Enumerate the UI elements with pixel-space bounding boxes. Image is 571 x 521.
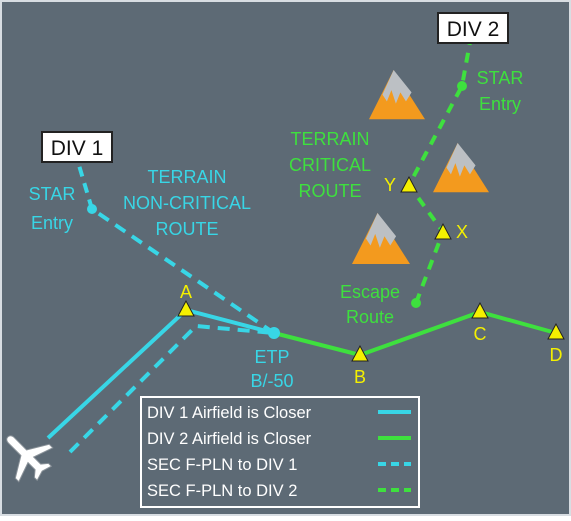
sec-fpln-div1-to-star [90, 207, 276, 335]
crit-route-line1: TERRAIN [290, 129, 369, 149]
waypoint-c-marker [471, 301, 489, 319]
legend-item-div1-closer: DIV 1 Airfield is Closer [147, 404, 312, 422]
etp-label-line2: B/-50 [250, 371, 293, 391]
legend-item-div2-closer: DIV 2 Airfield is Closer [147, 430, 312, 448]
waypoint-y-label: Y [384, 175, 396, 195]
waypoint-d-marker [547, 322, 565, 340]
noncrit-route-line3: ROUTE [156, 219, 219, 239]
crit-route-line2: CRITICAL [289, 155, 371, 175]
legend-item-sec-div2: SEC F-PLN to DIV 2 [147, 482, 297, 500]
star-entry-dot-div2 [457, 81, 467, 91]
waypoint-a-label: A [180, 282, 192, 302]
escape-route-line1: Escape [340, 282, 400, 302]
waypoint-x-marker [434, 222, 452, 240]
waypoint-y-marker [400, 175, 418, 193]
legend: DIV 1 Airfield is Closer DIV 2 Airfield … [140, 396, 420, 508]
noncrit-route-line2: NON-CRITICAL [123, 193, 251, 213]
div2-box-label: DIV 2 [447, 18, 500, 41]
div1-box: DIV 1 [41, 131, 113, 163]
waypoint-c-label: C [474, 324, 487, 344]
escape-route-dot [411, 298, 421, 308]
waypoint-x-label: X [456, 222, 468, 242]
etp-dot [268, 327, 280, 339]
sec-fpln-div1-inbound [68, 323, 275, 454]
waypoint-b-marker [351, 344, 369, 362]
waypoint-a-marker [177, 299, 195, 317]
div2-box: DIV 2 [437, 12, 509, 44]
star-entry-div1-line1: STAR [29, 184, 76, 204]
legend-item-sec-div1: SEC F-PLN to DIV 1 [147, 456, 297, 474]
star-entry-dot-div1 [87, 204, 97, 214]
div1-box-label: DIV 1 [51, 137, 104, 160]
div2-closer-route [273, 309, 557, 358]
escape-route-line2: Route [346, 307, 394, 327]
crit-route-line3: ROUTE [299, 181, 362, 201]
etp-label-line1: ETP [254, 347, 289, 367]
star-entry-div2-line1: STAR [477, 68, 524, 88]
star-entry-div2-line2: Entry [479, 94, 521, 114]
div1-star-dash [76, 161, 94, 210]
waypoint-d-label: D [550, 345, 563, 365]
waypoint-b-label: B [354, 367, 366, 387]
star-entry-div1-line2: Entry [31, 213, 73, 233]
noncrit-route-line1: TERRAIN [147, 167, 226, 187]
airplane-icon [6, 435, 54, 483]
